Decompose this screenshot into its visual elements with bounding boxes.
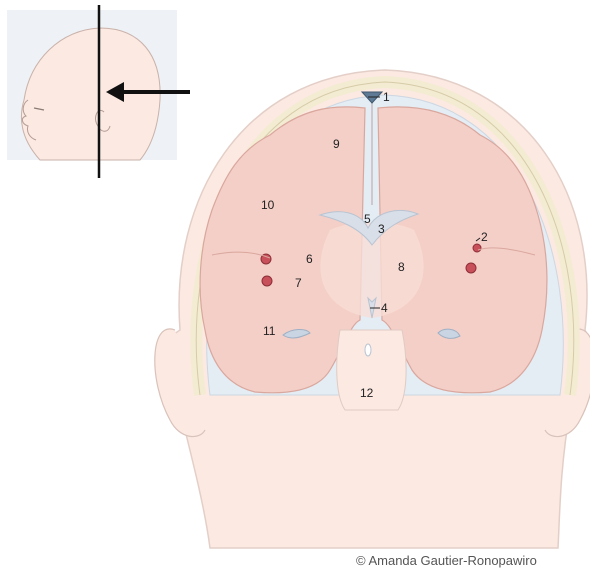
vessel-left-2 bbox=[262, 276, 272, 286]
label-2: 2 bbox=[481, 230, 488, 244]
copyright-text: © Amanda Gautier-Ronopawiro bbox=[356, 553, 537, 568]
label-9: 9 bbox=[333, 137, 340, 151]
label-7: 7 bbox=[295, 276, 302, 290]
label-8: 8 bbox=[398, 260, 405, 274]
label-12: 12 bbox=[360, 386, 374, 400]
label-1: 1 bbox=[383, 90, 390, 104]
vessel-right-1 bbox=[473, 244, 481, 252]
label-4: 4 bbox=[381, 301, 388, 315]
cerebral-aqueduct bbox=[365, 344, 371, 356]
label-6: 6 bbox=[306, 252, 313, 266]
label-5: 5 bbox=[364, 212, 371, 226]
label-10: 10 bbox=[261, 198, 275, 212]
label-11: 11 bbox=[263, 324, 276, 338]
inset-profile bbox=[7, 5, 190, 178]
label-3: 3 bbox=[378, 222, 385, 236]
vessel-right-2 bbox=[466, 263, 476, 273]
